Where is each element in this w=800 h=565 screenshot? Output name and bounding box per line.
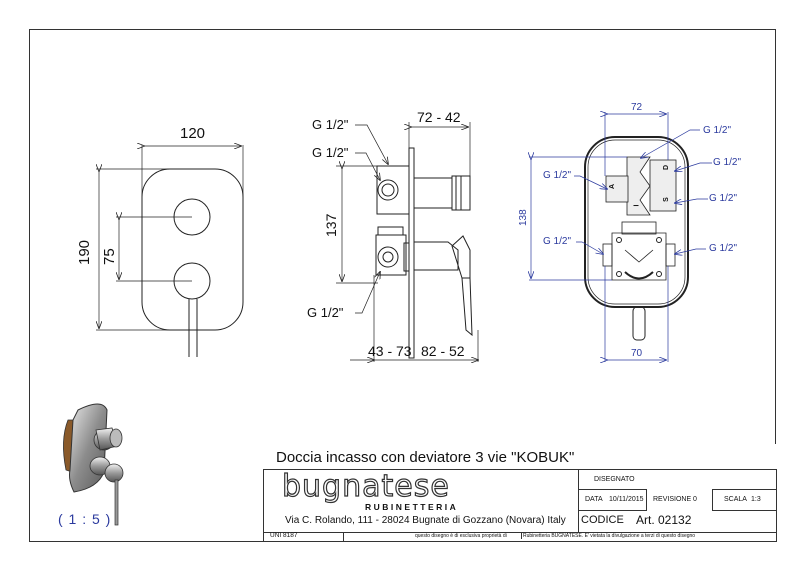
scala-value: 1:3 — [751, 496, 761, 503]
dim-side-height: 137 — [323, 213, 339, 237]
company-logo: bugnatese — [281, 469, 450, 504]
footer-divider — [343, 532, 344, 542]
product-thumbnail — [63, 403, 124, 526]
side-view — [336, 122, 478, 362]
rear-connection-label: G 1/2" — [709, 243, 738, 254]
dim-front-height: 190 — [76, 239, 93, 265]
disclaimer-right: Rubinetteria BUGNATESE. E' vietata la di… — [521, 533, 696, 539]
port-label-s: S — [662, 197, 670, 202]
revisione-value: 0 — [693, 496, 697, 503]
dim-side-depth-top: 72 - 42 — [417, 109, 461, 125]
dim-front-width: 120 — [180, 125, 206, 142]
side-connection-label: G 1/2" — [307, 305, 344, 320]
info-divider — [646, 489, 713, 511]
thumbnail-scale: ( 1 : 5 ) — [58, 511, 112, 527]
codice-value: Art. 02132 — [636, 513, 692, 527]
dim-front-spacing: 75 — [101, 248, 118, 265]
revisione-label: REVISIONE — [653, 496, 692, 503]
rear-connection-label: G 1/2" — [543, 236, 572, 247]
side-connection-label: G 1/2" — [312, 117, 349, 132]
port-label-a: A — [609, 183, 617, 190]
footer-row — [263, 532, 777, 542]
front-view — [96, 145, 244, 357]
port-label-d: D — [663, 164, 671, 171]
norm-label: UNI 8187 — [270, 532, 298, 539]
dim-rear-height: 138 — [518, 209, 529, 226]
title-row — [263, 444, 777, 470]
dim-rear-width-top: 72 — [631, 102, 643, 113]
port-label-i: I — [633, 204, 641, 207]
rear-view — [529, 112, 712, 362]
drawing-title: Doccia incasso con deviatore 3 vie "KOBU… — [276, 449, 575, 466]
scala-label: SCALA — [724, 496, 747, 503]
disclaimer-left: questo disegno è di esclusiva proprietà … — [415, 533, 507, 539]
company-subtitle: RUBINETTERIA — [365, 502, 459, 512]
codice-label: CODICE — [581, 514, 624, 526]
rear-connection-label: G 1/2" — [709, 193, 738, 204]
rear-connection-label: G 1/2" — [543, 170, 572, 181]
disegnato-label: DISEGNATO — [594, 476, 635, 483]
data-value: 10/11/2015 — [609, 496, 644, 503]
side-connection-label: G 1/2" — [312, 145, 349, 160]
data-label: DATA — [585, 496, 603, 503]
dim-side-depth-bottom-left: 43 - 73 — [368, 343, 412, 359]
rear-connection-label: G 1/2" — [713, 157, 742, 168]
side-plate — [408, 147, 415, 359]
rear-connection-label: G 1/2" — [703, 125, 732, 136]
dim-side-depth-bottom-right: 82 - 52 — [421, 343, 465, 359]
front-plate-outline — [141, 168, 244, 331]
company-address: Via C. Rolando, 111 - 28024 Bugnate di G… — [285, 515, 566, 526]
dim-rear-width-bottom: 70 — [631, 348, 643, 359]
